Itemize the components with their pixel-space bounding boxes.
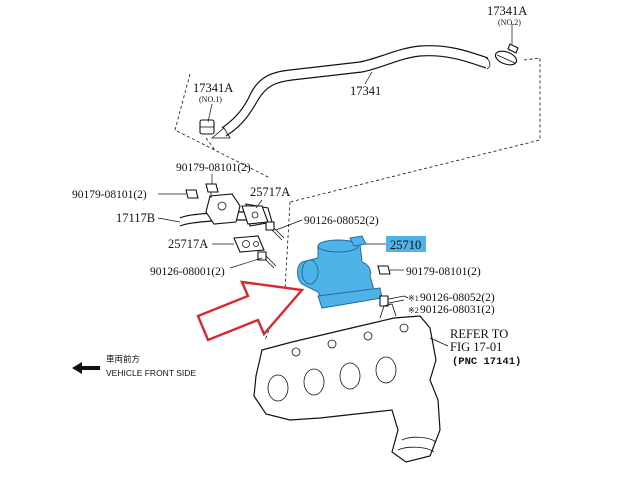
label-note2-mark: ※2: [408, 306, 419, 315]
hose-17341[interactable]: [210, 45, 491, 139]
gasket-lower-25717a[interactable]: [233, 235, 265, 253]
label-90179-upper: 90179-08101(2): [176, 162, 251, 174]
label-90179-right: 90179-08101(2): [406, 266, 481, 278]
label-90126-08031-note: 90126-08031(2): [420, 304, 495, 316]
bolt-90179-upper[interactable]: [205, 183, 219, 198]
label-90179-left: 90179-08101(2): [72, 189, 147, 201]
label-17341: 17341: [350, 84, 381, 98]
label-17341a-no1-sub: (NO.1): [199, 95, 222, 104]
bolt-90179-left[interactable]: [185, 189, 199, 199]
stud-90126-lower[interactable]: [257, 251, 277, 269]
vehicle-front-jp: 車両前方: [106, 354, 140, 364]
label-25710: 25710: [390, 238, 421, 252]
label-25717a-upper: 25717A: [250, 185, 290, 199]
label-90126-08052-note: 90126-08052(2): [420, 292, 495, 304]
hose-clamp-no2[interactable]: [494, 43, 519, 67]
label-17117b: 17117B: [116, 211, 155, 225]
vehicle-front-arrow-icon: [72, 362, 100, 374]
exhaust-manifold[interactable]: [253, 303, 449, 463]
label-17341a-no1: 17341A: [193, 81, 233, 95]
label-25717a-lower: 25717A: [168, 237, 208, 251]
label-90126-08001: 90126-08001(2): [150, 266, 225, 278]
indicator-arrow: [196, 280, 305, 342]
vehicle-front-en: VEHICLE FRONT SIDE: [106, 368, 196, 378]
label-90126-08052: 90126-08052(2): [304, 215, 379, 227]
label-highlight-box: [386, 236, 426, 252]
stud-90126-upper[interactable]: [265, 221, 285, 241]
reference-line1: REFER TO: [450, 327, 508, 341]
egr-valve-25710[interactable]: [297, 235, 389, 309]
label-note1-mark: ※1: [408, 294, 419, 303]
label-17341a-no2-sub: (NO.2): [498, 18, 521, 27]
reference-line2: FIG 17-01: [450, 340, 502, 354]
hose-clamp-no1[interactable]: [199, 119, 215, 135]
nut-90179-right[interactable]: [377, 265, 404, 275]
label-17341a-no2: 17341A: [487, 4, 527, 18]
gasket-upper-25717a[interactable]: [241, 205, 269, 225]
stud-90126-right[interactable]: [379, 295, 405, 307]
reference-line3: (PNC 17141): [452, 356, 521, 368]
